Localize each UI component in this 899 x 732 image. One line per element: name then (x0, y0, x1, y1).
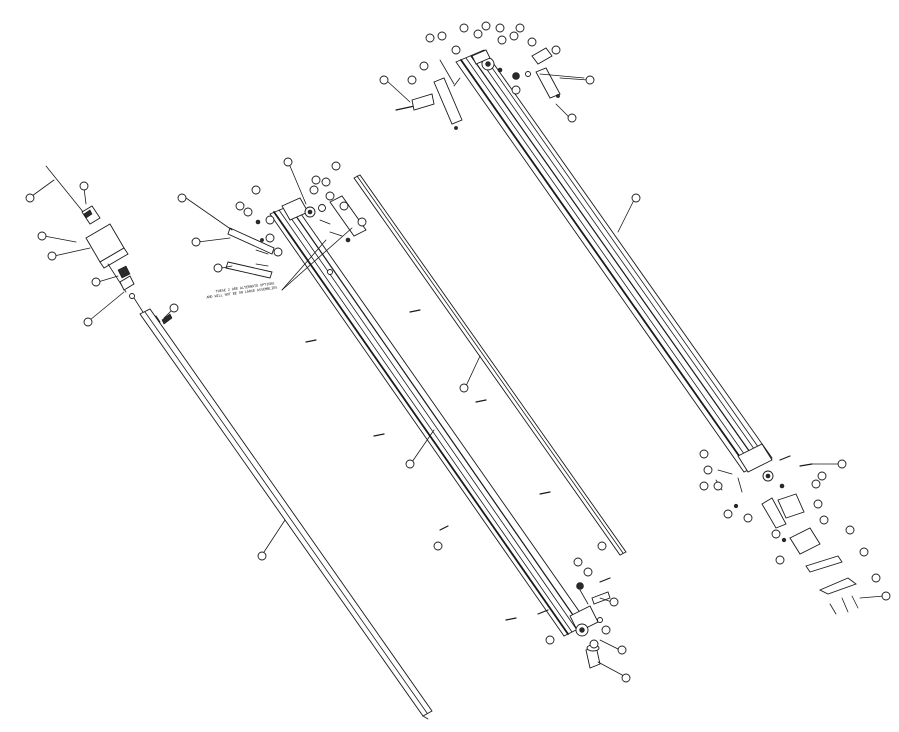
left-assembly (25, 165, 433, 720)
assembly-note: THESE 2 ARE ALTERNATE OPTIONS AND WILL N… (206, 281, 278, 299)
svg-text:THESE 2 ARE ALTERNATE OPTIONS: THESE 2 ARE ALTERNATE OPTIONS AND WILL N… (206, 281, 278, 299)
right-assembly (379, 21, 891, 615)
middle-assembly (177, 157, 631, 683)
